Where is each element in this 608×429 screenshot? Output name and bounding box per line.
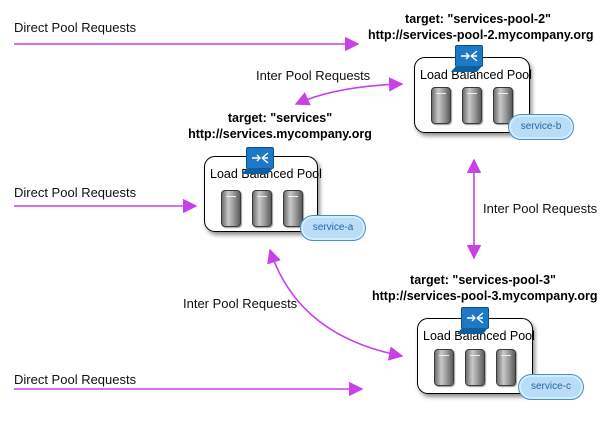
service-b-cloud: service-b [508, 114, 574, 140]
pool-c-target-header: target: "services-pool-3" http://service… [372, 272, 598, 304]
switch-arrows-icon [467, 312, 484, 324]
pool-b-target-header: target: "services-pool-2" http://service… [368, 11, 594, 43]
load-balancer-switch-icon [246, 147, 274, 169]
switch-arrows-icon [252, 152, 269, 164]
pool-a-box: Load Balanced Pool [204, 156, 322, 232]
pool-b-url: http://services-pool-2.mycompany.org [368, 28, 594, 42]
load-balancer-switch-icon [455, 45, 483, 67]
pool-b-label: Load Balanced Pool [420, 68, 532, 82]
load-balancer-switch-icon [461, 307, 489, 329]
server-icon [434, 349, 454, 386]
inter-pool-arrow-a-b [294, 77, 404, 106]
pool-c-target-name: target: "services-pool-3" [410, 273, 556, 287]
service-a-cloud: service-a [300, 215, 366, 241]
server-icon [465, 349, 485, 386]
server-icon [431, 87, 451, 124]
server-icon [462, 87, 482, 124]
pool-a-target-header: target: "services" http://services.mycom… [180, 110, 380, 142]
direct-requests-label-top: Direct Pool Requests [14, 20, 137, 35]
server-icon [283, 190, 303, 227]
inter-pool-label-right: Inter Pool Requests [483, 201, 598, 216]
direct-requests-label-middle: Direct Pool Requests [14, 185, 137, 200]
pool-c-label: Load Balanced Pool [423, 329, 535, 343]
inter-pool-label-top: Inter Pool Requests [256, 68, 371, 83]
server-icon [252, 190, 272, 227]
pool-a-label: Load Balanced Pool [210, 167, 322, 181]
direct-requests-label-bottom: Direct Pool Requests [14, 372, 137, 387]
server-icon [493, 87, 513, 124]
service-c-cloud: service-c [518, 374, 584, 400]
pool-b-target-name: target: "services-pool-2" [405, 12, 551, 26]
pool-c-url: http://services-pool-3.mycompany.org [372, 289, 598, 303]
pool-a-url: http://services.mycompany.org [188, 127, 372, 141]
switch-arrows-icon [461, 50, 478, 62]
inter-pool-label-bottom: Inter Pool Requests [183, 296, 298, 311]
server-icon [221, 190, 241, 227]
server-icon [496, 349, 516, 386]
inter-pool-arrow-a-c [267, 248, 404, 361]
pool-a-target-name: target: "services" [227, 111, 333, 125]
